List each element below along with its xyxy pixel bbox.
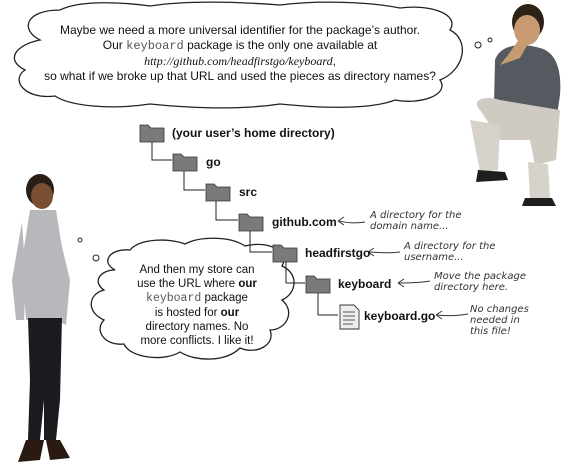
dir-label-github: github.com bbox=[272, 215, 337, 229]
note-github-line-2: domain name... bbox=[370, 221, 449, 232]
bottom-thought-cloud bbox=[90, 237, 295, 360]
folder-icon-headfirstgo bbox=[272, 244, 298, 263]
bottom-bubble-code-keyboard: keyboard bbox=[146, 292, 202, 305]
note-file: No changes needed in this file! bbox=[470, 304, 566, 337]
bottom-bubble-line-6: more conflicts. I like it! bbox=[140, 335, 254, 347]
top-bubble-line-2-post: package is the only one available at bbox=[183, 38, 378, 52]
note-headfirstgo: A directory for the username... bbox=[404, 241, 496, 263]
top-bubble-url: http://github.com/headfirstgo/keyboard bbox=[144, 54, 333, 68]
bottom-bubble-line-2-bold: our bbox=[238, 278, 257, 290]
file-icon-keyboard-go bbox=[339, 304, 360, 330]
dir-label-go: go bbox=[206, 155, 221, 169]
bottom-bubble-line-1: And then my store can bbox=[139, 264, 255, 276]
woman-figure bbox=[12, 174, 70, 462]
bottom-bubble-line-3-post: package bbox=[201, 292, 248, 304]
note-file-line-2: this file! bbox=[470, 326, 511, 337]
note-file-line-1: No changes needed in bbox=[470, 304, 529, 326]
bottom-bubble-line-3: keyboard package bbox=[112, 291, 282, 306]
top-thought-cloud bbox=[13, 1, 463, 109]
dir-label-keyboard: keyboard bbox=[338, 277, 392, 291]
top-bubble-code-keyboard: keyboard bbox=[126, 39, 184, 53]
top-bubble-text: Maybe we need a more universal identifie… bbox=[40, 23, 440, 84]
folder-icon-go bbox=[172, 153, 198, 172]
note-github: A directory for the domain name... bbox=[370, 210, 462, 232]
note-headfirstgo-line-1: A directory for the bbox=[404, 241, 496, 252]
bottom-bubble-line-4: is hosted for our bbox=[112, 306, 282, 320]
dir-label-src: src bbox=[239, 185, 258, 199]
top-bubble-line-4: so what if we broke up that URL and used… bbox=[44, 69, 436, 83]
file-label-keyboard-go: keyboard.go bbox=[364, 309, 436, 323]
folder-icon-github bbox=[238, 213, 264, 232]
bottom-bubble-line-4-pre: is hosted for bbox=[154, 307, 221, 319]
top-bubble-line-3-post: , bbox=[332, 54, 336, 68]
bottom-bubble-line-2: use the URL where our bbox=[112, 277, 282, 291]
note-keyboard-line-2: directory here. bbox=[434, 282, 509, 293]
top-bubble-line-3: http://github.com/headfirstgo/keyboard, bbox=[40, 54, 440, 69]
dir-label-home: (your user’s home directory) bbox=[172, 126, 335, 140]
dir-label-headfirstgo: headfirstgo bbox=[305, 246, 371, 260]
top-bubble-line-2-pre: Our bbox=[102, 38, 127, 52]
tree-connectors bbox=[151, 140, 338, 316]
note-keyboard-line-1: Move the package bbox=[434, 271, 526, 282]
folder-icon-keyboard bbox=[305, 275, 331, 294]
note-headfirstgo-line-2: username... bbox=[404, 252, 464, 263]
bottom-bubble-line-2-pre: use the URL where bbox=[137, 278, 239, 290]
folder-icon-src bbox=[205, 183, 231, 202]
man-figure bbox=[470, 4, 561, 206]
bottom-bubble-line-4-bold: our bbox=[220, 307, 240, 319]
top-bubble-line-2: Our keyboard package is the only one ava… bbox=[40, 38, 440, 54]
note-arrows bbox=[337, 216, 469, 320]
folder-icon-home bbox=[139, 124, 165, 143]
bottom-bubble-text: And then my store can use the URL where … bbox=[112, 263, 282, 348]
note-keyboard: Move the package directory here. bbox=[434, 271, 526, 293]
note-github-line-1: A directory for the bbox=[370, 210, 462, 221]
top-bubble-line-1: Maybe we need a more universal identifie… bbox=[60, 23, 420, 37]
bottom-bubble-line-5: directory names. No bbox=[145, 321, 249, 333]
